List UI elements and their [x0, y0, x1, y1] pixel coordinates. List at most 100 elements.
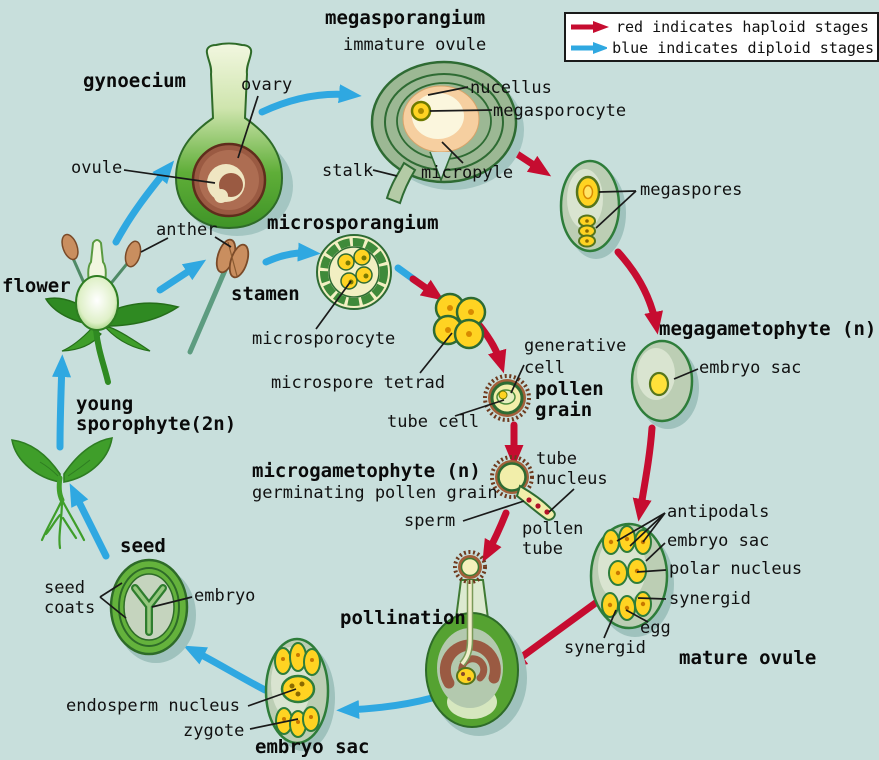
pollination-illustration	[425, 550, 527, 736]
label-mature-ovule: mature ovule	[679, 647, 817, 669]
label-stalk: stalk	[322, 161, 374, 181]
stamen-illustration	[187, 238, 250, 355]
microspore-tetrad-illustration	[432, 292, 487, 350]
arrow-megagametophyte-to-mature-ovule	[632, 424, 656, 522]
label-megagametophyte: megagametophyte (n)	[659, 318, 877, 340]
microsporangium-illustration	[316, 234, 392, 310]
megagametophyte-illustration	[630, 339, 699, 429]
leader-stalk	[372, 169, 398, 177]
leader-megaspores-bottom	[595, 190, 637, 229]
legend-haploid-row: red indicates haploid stages	[569, 16, 874, 37]
leader-egg	[625, 609, 649, 623]
label-anther: anther	[156, 220, 218, 240]
label-embryo: embryo	[194, 586, 256, 606]
red-arrow-icon	[571, 20, 609, 33]
leader-nucellus	[427, 86, 469, 96]
embryo-sac-illustration	[264, 637, 335, 751]
label-egg: egg	[640, 618, 671, 638]
seed-illustration	[109, 558, 196, 663]
arrow-embryo-sac-to-seed	[183, 645, 269, 694]
label-pollen-grain: pollen grain	[535, 378, 604, 421]
label-ovary: ovary	[241, 75, 293, 95]
leader-embryo	[151, 596, 193, 608]
label-zygote: zygote	[183, 721, 245, 741]
arrow-stamen-to-microsporangium	[262, 242, 321, 266]
leader-embryo-sac-mature	[645, 542, 666, 562]
label-tube-cell: tube cell	[387, 412, 480, 432]
megaspores-illustration	[559, 159, 626, 259]
legend-diploid-text: blue indicates diploid stages	[612, 38, 874, 57]
label-microsporocyte: microsporocyte	[252, 329, 396, 349]
label-microsporangium: microsporangium	[267, 212, 439, 234]
label-seed: seed	[120, 535, 166, 557]
leader-tube-cell	[454, 399, 505, 417]
leader-synergid-right	[637, 597, 667, 600]
arrow-sporophyte-to-flower	[52, 354, 72, 451]
label-embryo-sac-bottom: embryo sac	[255, 736, 370, 758]
leader-tube-nucleus	[548, 488, 575, 513]
label-microgametophyte: microgametophyte (n)	[252, 460, 481, 482]
leader-anther-right	[214, 236, 232, 248]
arrow-seed-to-sporophyte	[69, 483, 110, 560]
leader-sperm	[462, 500, 525, 522]
label-pollination: pollination	[340, 607, 466, 629]
label-antipodals: antipodals	[667, 502, 770, 522]
arrow-pollination-to-embryo-sac	[336, 694, 436, 720]
arrow-flower-to-stamen	[156, 259, 207, 294]
leader-generative-cell	[510, 364, 525, 394]
label-nucellus: nucellus	[470, 78, 552, 98]
leader-megaspores-top	[598, 190, 637, 193]
label-immature-ovule: immature ovule	[343, 35, 487, 55]
label-micropyle: micropyle	[421, 163, 514, 183]
arrow-megaspores-to-megagametophyte	[614, 248, 663, 335]
arrow-gynoecium-to-ovule	[258, 84, 362, 116]
label-tube-nucleus: tube nucleus	[536, 449, 608, 489]
label-stamen: stamen	[231, 283, 300, 305]
label-microspore-tetrad: microspore tetrad	[271, 373, 445, 393]
label-sperm: sperm	[404, 511, 456, 531]
legend-haploid-text: red indicates haploid stages	[616, 17, 869, 36]
label-synergid-right: synergid	[669, 589, 751, 609]
label-pollen-tube: pollen tube	[522, 519, 584, 559]
leader-ovule	[123, 169, 216, 184]
mature-ovule-illustration	[589, 522, 674, 637]
label-flower: flower	[2, 275, 71, 297]
label-ovule: ovule	[71, 158, 123, 178]
blue-arrow-icon	[571, 41, 608, 54]
label-embryo-sac-mature: embryo sac	[667, 531, 770, 551]
leader-microspore-tetrad	[419, 332, 453, 374]
label-generative-cell: generative cell	[524, 336, 627, 378]
leader-ovary	[237, 95, 259, 159]
leader-megasporocyte	[429, 109, 493, 112]
leader-microsporocyte	[315, 280, 352, 330]
leader-seed-coats-bottom	[99, 596, 127, 619]
leader-antipodals-2	[629, 512, 666, 547]
arrow-germinating-to-pollination	[482, 509, 510, 563]
leader-antipodals-1	[616, 512, 666, 542]
label-endosperm-nucleus: endosperm nucleus	[66, 696, 240, 716]
legend: red indicates haploid stages blue indica…	[564, 12, 879, 62]
flower-illustration	[44, 233, 180, 385]
gynoecium-illustration	[174, 42, 293, 236]
leader-anther-left	[140, 237, 169, 253]
label-megasporocyte: megasporocyte	[493, 101, 627, 121]
leader-antipodals-3	[642, 512, 666, 543]
label-young-sporophyte: young sporophyte(2n)	[76, 393, 237, 435]
label-germinating-pollen-grain: germinating pollen grain	[252, 483, 498, 503]
label-gynoecium: gynoecium	[83, 70, 186, 92]
leader-seed-coats-top	[99, 582, 123, 598]
pollen-grain-illustration	[483, 374, 531, 422]
leader-lines	[99, 86, 699, 730]
label-embryo-sac-right: embryo sac	[699, 358, 802, 378]
leader-endosperm-nucleus	[247, 688, 297, 707]
immature-ovule-illustration	[370, 60, 524, 205]
label-megaspores: megaspores	[640, 180, 743, 200]
leader-polar-nucleus	[636, 569, 667, 573]
label-polar-nucleus: polar nucleus	[669, 559, 803, 579]
label-megasporangium: megasporangium	[325, 7, 486, 29]
label-seed-coats: seed coats	[44, 578, 96, 618]
germinating-pollen-grain-illustration	[490, 455, 556, 521]
legend-diploid-row: blue indicates diploid stages	[569, 37, 874, 58]
leader-zygote	[249, 718, 299, 730]
leader-synergid-left	[603, 609, 617, 639]
